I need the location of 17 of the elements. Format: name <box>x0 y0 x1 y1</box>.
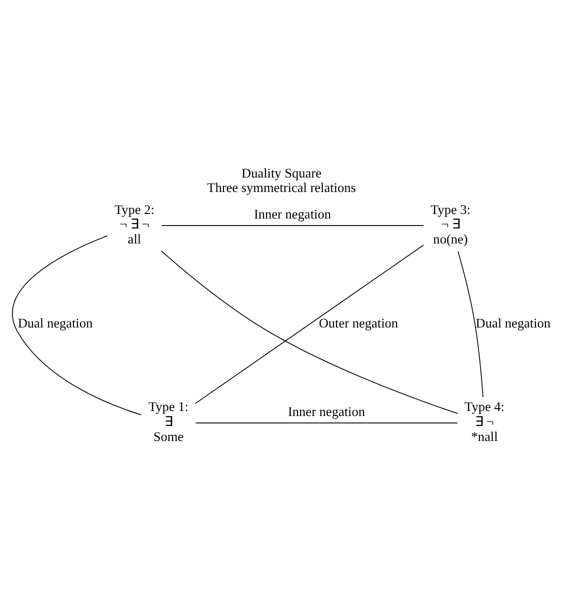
node-text: Type 2: ¬ ∃ ¬ all <box>114 201 154 246</box>
edge-label: Outer negation <box>318 314 398 330</box>
node-text: Type 1: ∃ Some <box>148 398 188 444</box>
edge-label: Inner negation <box>254 206 331 222</box>
caption: Three symmetrical relations <box>207 180 356 195</box>
connector <box>161 224 424 226</box>
node-text: Type 3: ¬ ∃ no(ne) <box>430 201 470 246</box>
edge-label: Dual negation <box>18 314 93 330</box>
edge-label: Inner negation <box>288 404 365 419</box>
connector <box>12 234 142 415</box>
connector <box>458 250 484 397</box>
edge-label: Dual negation <box>476 314 551 330</box>
connector <box>161 250 458 414</box>
connector <box>195 244 424 404</box>
node-text: Type 4: ∃ ¬ *nall <box>464 398 505 444</box>
diagram-title: Duality Square <box>242 164 322 180</box>
connector <box>195 422 458 423</box>
